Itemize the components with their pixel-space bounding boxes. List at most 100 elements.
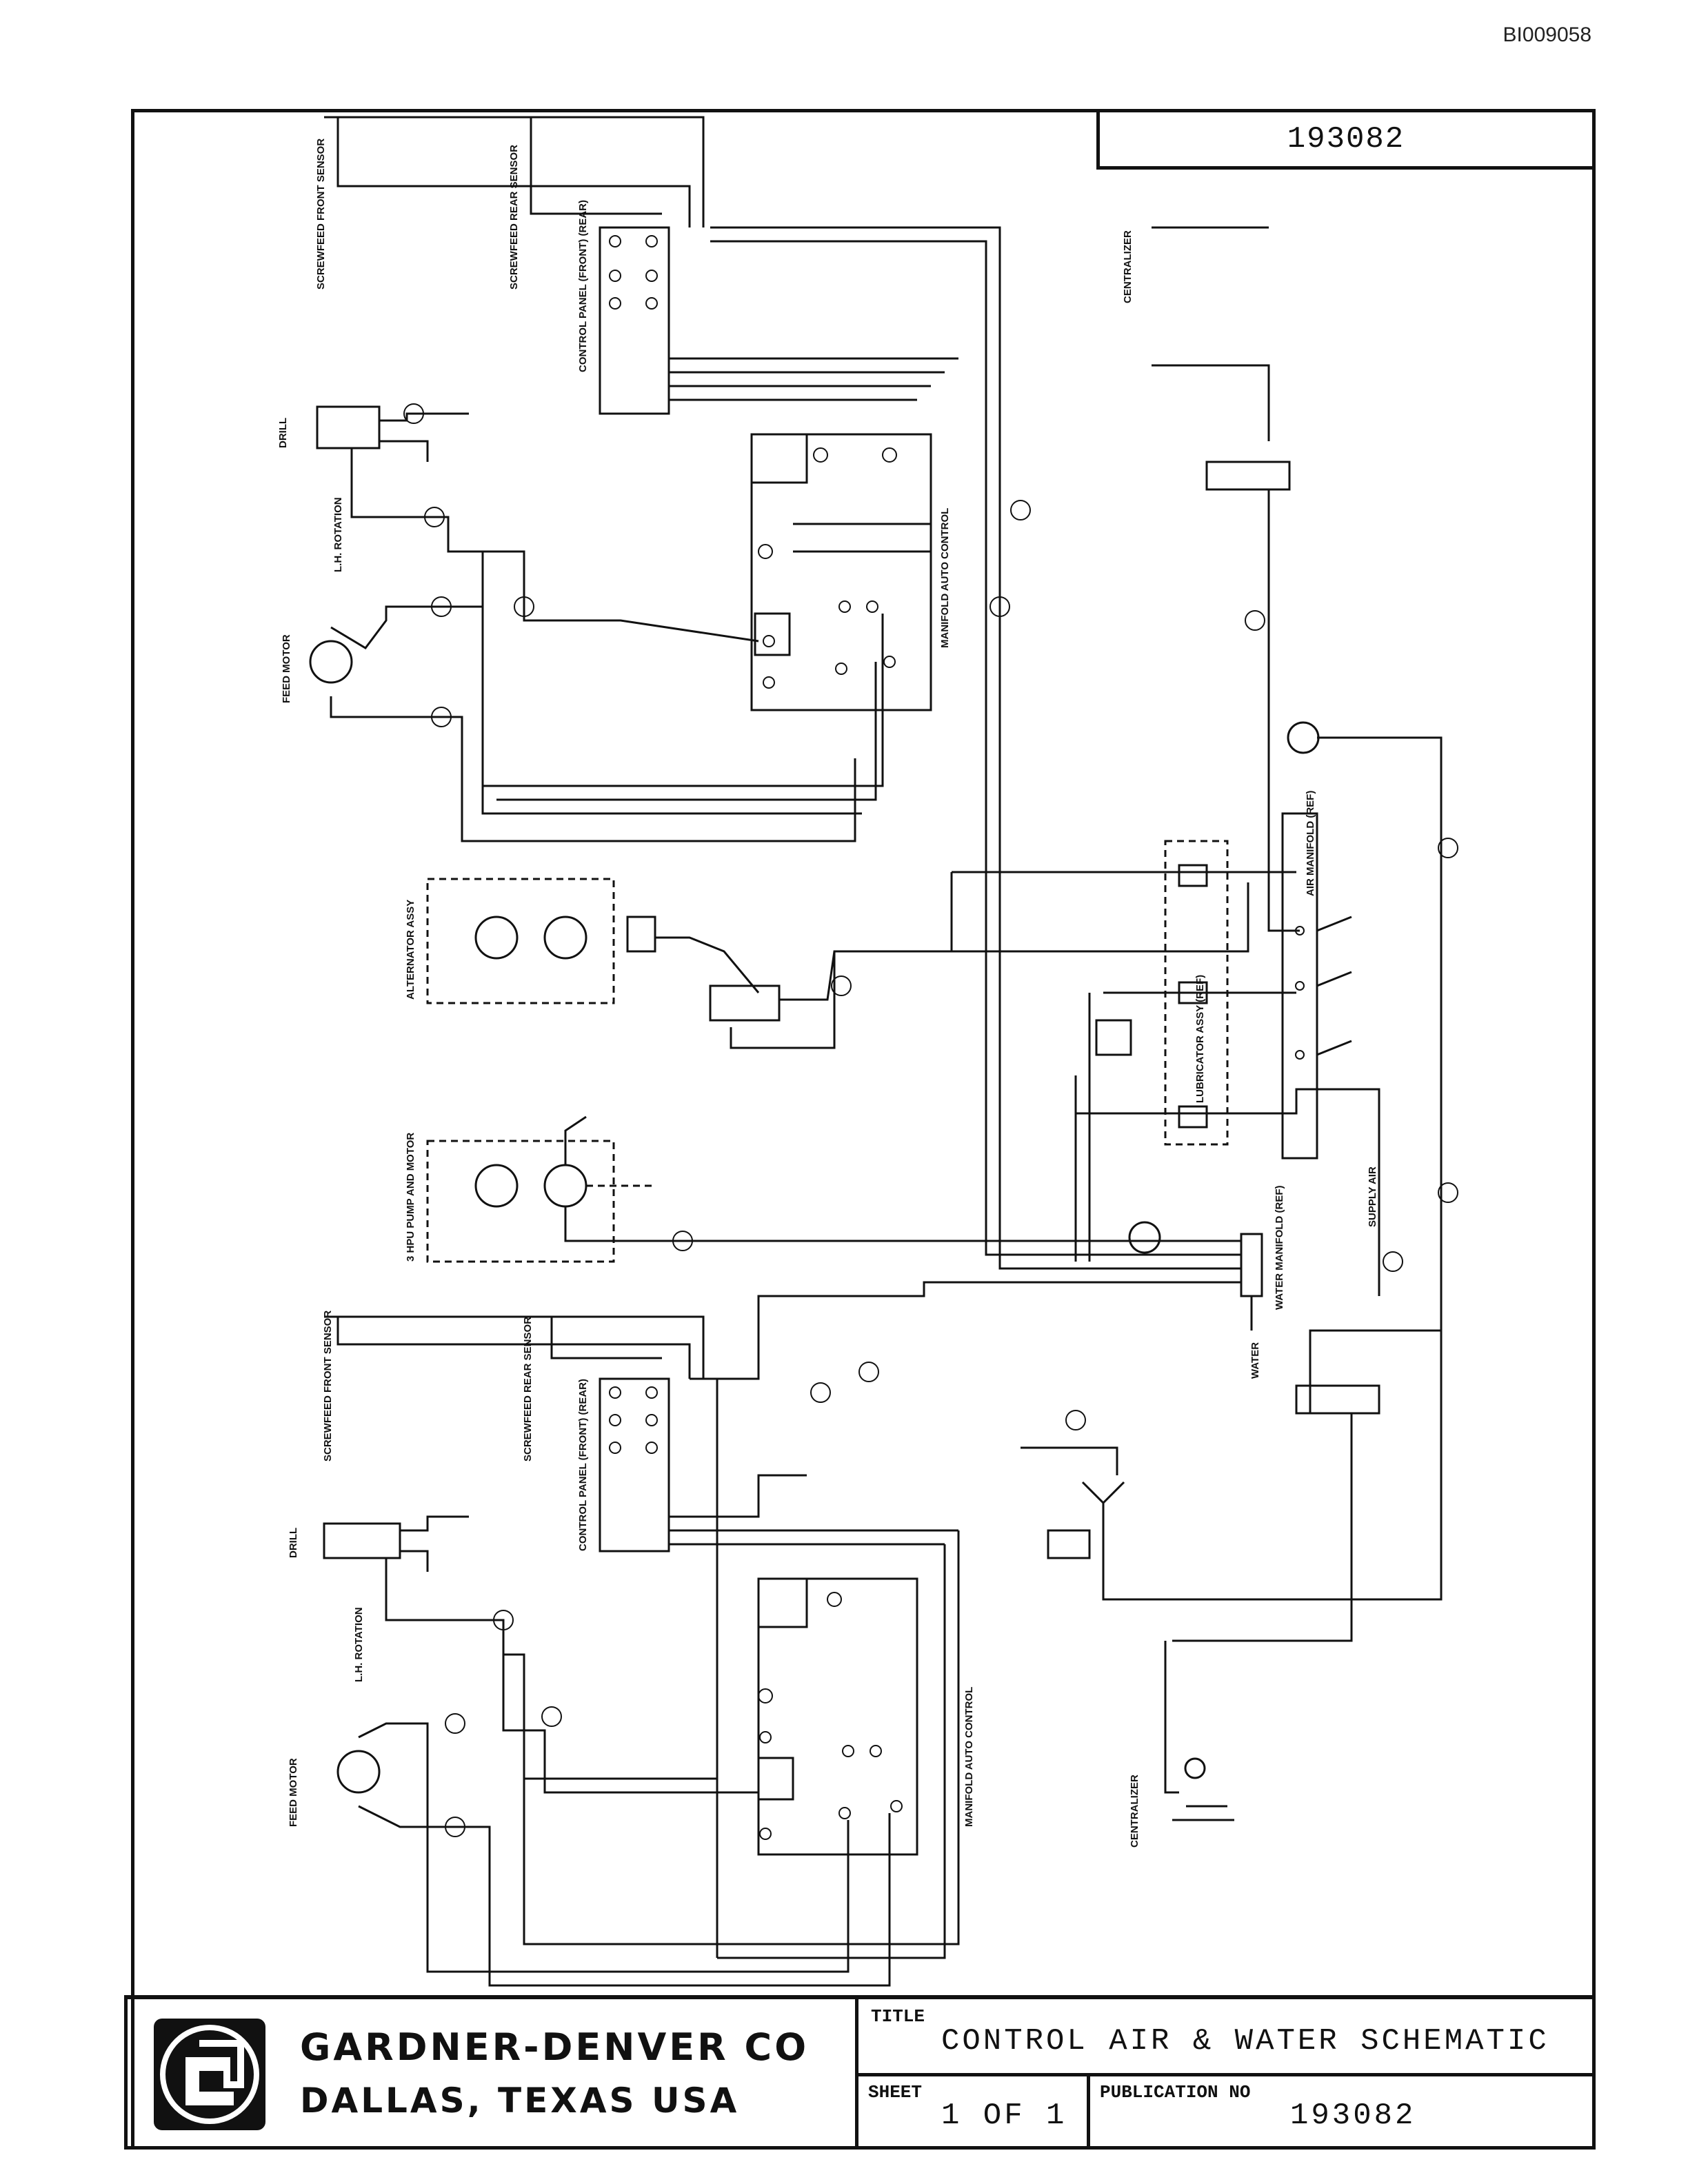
label-screwfeed-rear-sensor-lower: SCREWFEED REAR SENSOR bbox=[522, 1317, 534, 1462]
wire bbox=[523, 1530, 960, 1945]
wire bbox=[1074, 993, 1091, 1262]
wire bbox=[1267, 489, 1300, 932]
title-block: GARDNER-DENVER CO DALLAS, TEXAS USA TITL… bbox=[124, 1995, 1596, 2150]
drill-lower bbox=[323, 1522, 401, 1559]
wire bbox=[345, 116, 705, 228]
callout-bubble bbox=[403, 403, 424, 424]
wire bbox=[379, 412, 469, 462]
port bbox=[1184, 1757, 1206, 1779]
port bbox=[838, 1807, 851, 1819]
port bbox=[609, 270, 621, 282]
wire bbox=[550, 1317, 662, 1359]
callout-bubble bbox=[431, 707, 452, 727]
port bbox=[645, 1442, 658, 1454]
callout-bubble bbox=[424, 507, 445, 527]
wire bbox=[1172, 1413, 1353, 1642]
label-feed-motor-upper: FEED MOTOR bbox=[281, 634, 292, 703]
port bbox=[890, 1800, 903, 1812]
wire bbox=[564, 1206, 1241, 1242]
callout-bubble bbox=[858, 1362, 879, 1382]
wire bbox=[481, 552, 884, 787]
port bbox=[758, 1688, 773, 1703]
wire bbox=[385, 1558, 717, 1780]
callout-bubble bbox=[445, 1817, 465, 1837]
wire bbox=[530, 117, 662, 215]
callout-bubble bbox=[514, 596, 534, 617]
valve bbox=[709, 984, 781, 1022]
manifold-auto-control-lower bbox=[757, 1577, 918, 1856]
sheet-label: SHEET bbox=[868, 2082, 923, 2103]
wire bbox=[717, 1544, 946, 1959]
port bbox=[609, 1442, 621, 1454]
wire bbox=[690, 1281, 1241, 1380]
port bbox=[882, 447, 897, 463]
sheet-value: 1 OF 1 bbox=[941, 2099, 1067, 2133]
label-air-manifold: AIR MANIFOLD (REF) bbox=[1305, 791, 1316, 896]
wire bbox=[400, 1515, 469, 1572]
callout-bubbles bbox=[403, 403, 1458, 1837]
port bbox=[609, 297, 621, 310]
callout-bubble bbox=[445, 1713, 465, 1734]
label-centralizer-lower: CENTRALIZER bbox=[1129, 1775, 1141, 1848]
wire bbox=[1152, 226, 1270, 441]
bus-lines bbox=[669, 1474, 958, 1546]
wire bbox=[330, 696, 856, 842]
valve bbox=[1295, 1384, 1380, 1415]
title-label: TITLE bbox=[871, 2006, 925, 2027]
wire bbox=[496, 662, 877, 801]
publication-cell: PUBLICATION NO 193082 bbox=[1090, 2076, 1592, 2146]
wire bbox=[564, 1115, 587, 1165]
label-water: WATER bbox=[1249, 1342, 1261, 1379]
valve bbox=[1047, 1529, 1091, 1559]
wire bbox=[358, 1805, 891, 1987]
port bbox=[759, 1731, 772, 1743]
pump bbox=[474, 1164, 519, 1208]
callout-bubble bbox=[989, 596, 1010, 617]
port bbox=[645, 270, 658, 282]
motor bbox=[543, 1164, 587, 1208]
port bbox=[838, 600, 851, 613]
wire bbox=[358, 1722, 850, 1973]
valve bbox=[1095, 1019, 1132, 1056]
wire bbox=[950, 871, 1296, 951]
callout-bubble bbox=[672, 1231, 693, 1251]
wire bbox=[1076, 1088, 1380, 1296]
control-panel-lower bbox=[599, 1377, 670, 1553]
port bbox=[870, 1745, 882, 1757]
valve-block bbox=[757, 1757, 794, 1801]
company-cell: GARDNER-DENVER CO DALLAS, TEXAS USA bbox=[128, 1999, 858, 2146]
callout-bubble bbox=[1065, 1410, 1086, 1430]
label-hpu-pump-and-motor: 3 HPU PUMP AND MOTOR bbox=[405, 1133, 416, 1262]
port bbox=[645, 1386, 658, 1399]
wire bbox=[330, 605, 862, 815]
valve bbox=[1205, 461, 1291, 491]
callout-bubble bbox=[493, 1610, 514, 1630]
gauge-upper bbox=[1287, 721, 1320, 754]
wire bbox=[710, 226, 1241, 1270]
drawing-number: 193082 bbox=[1287, 122, 1405, 156]
callout-bubble bbox=[431, 596, 452, 617]
publication-number: 193082 bbox=[1290, 2099, 1416, 2133]
label-control-panel-lower: CONTROL PANEL (FRONT) (REAR) bbox=[577, 1379, 589, 1551]
wire bbox=[730, 951, 836, 1049]
wire bbox=[336, 117, 691, 228]
company-name: GARDNER-DENVER CO bbox=[300, 2025, 810, 2069]
label-manifold-auto-control-lower: MANIFOLD AUTO CONTROL bbox=[963, 1687, 975, 1827]
wire bbox=[350, 448, 759, 643]
port bbox=[1295, 1050, 1305, 1060]
callout-bubble bbox=[810, 1382, 831, 1403]
wire bbox=[1309, 736, 1443, 1413]
port bbox=[813, 447, 828, 463]
label-screwfeed-front-sensor: SCREWFEED FRONT SENSOR bbox=[315, 139, 327, 290]
wire bbox=[655, 936, 760, 993]
title-cell: TITLE CONTROL AIR & WATER SCHEMATIC bbox=[858, 1999, 1592, 2076]
document-id: BI009058 bbox=[1503, 23, 1591, 46]
valve-block bbox=[750, 433, 808, 484]
gardner-denver-logo bbox=[154, 2019, 265, 2130]
wire bbox=[1164, 1641, 1179, 1794]
wire bbox=[1021, 1446, 1118, 1475]
label-drill-upper: DRILL bbox=[277, 418, 289, 448]
callout-bubble bbox=[541, 1706, 562, 1727]
label-screwfeed-front-sensor-lower: SCREWFEED FRONT SENSOR bbox=[322, 1311, 334, 1462]
label-feed-motor-lower: FEED MOTOR bbox=[288, 1758, 299, 1827]
